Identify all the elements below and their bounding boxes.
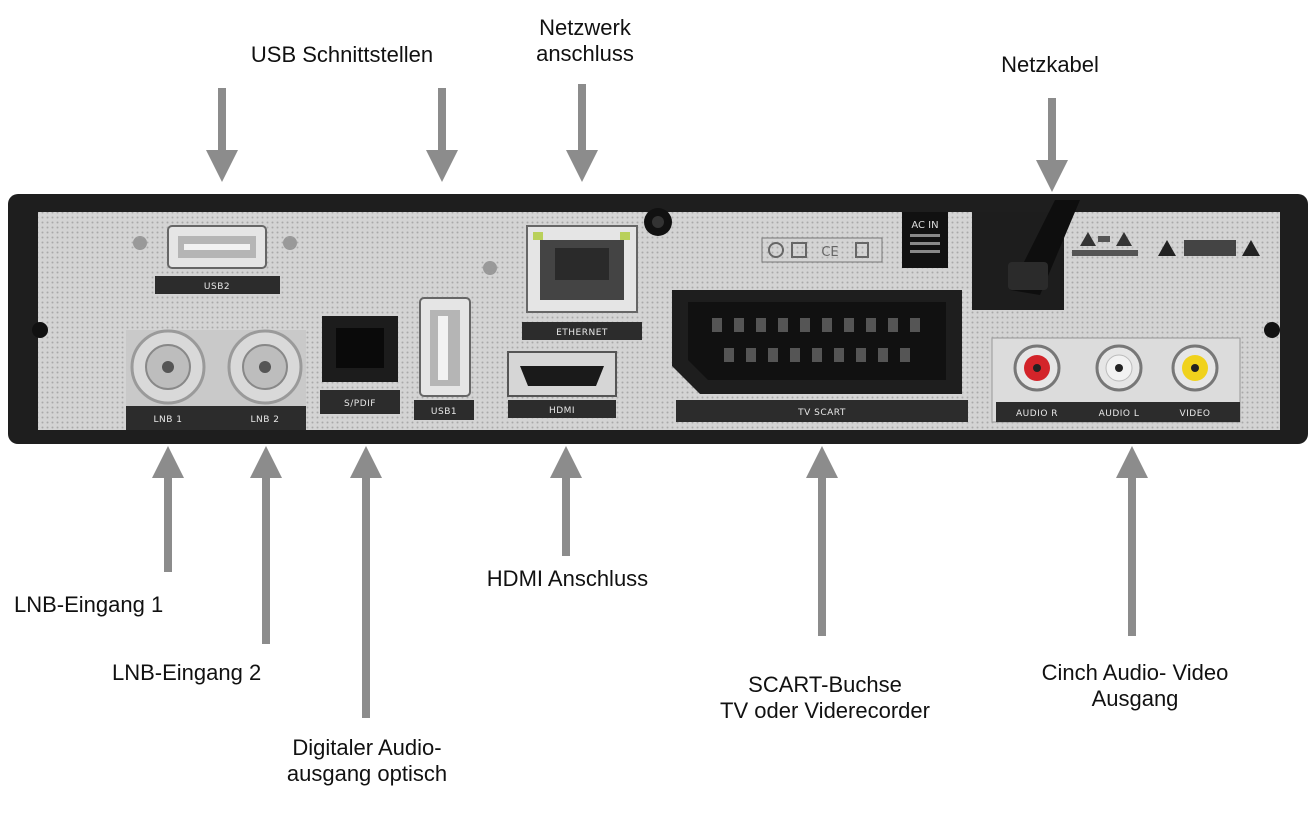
callout-lnb2: LNB-Eingang 2 [112, 660, 312, 686]
callout-network-line2: anschluss [536, 41, 634, 66]
callout-cinch-line1: Cinch Audio- Video [1041, 660, 1229, 685]
lnb2-label: LNB 2 [250, 415, 279, 425]
lnb1-label: LNB 1 [153, 415, 182, 425]
warning-icon [1080, 232, 1096, 246]
callout-scart: SCART-Buchse TV oder Viderecorder [690, 672, 960, 724]
warning-stickers [1072, 232, 1260, 256]
callout-network: Netzwerk anschluss [520, 15, 650, 67]
callout-scart-line2: TV oder Viderecorder [720, 698, 930, 723]
callout-hdmi: HDMI Anschluss [460, 566, 675, 592]
usb1-label: USB1 [431, 407, 457, 417]
callout-lnb2-text: LNB-Eingang 2 [112, 660, 262, 685]
callout-arrows [152, 84, 1148, 718]
warning-icon [1116, 232, 1132, 246]
callout-optical-line2: ausgang optisch [286, 761, 448, 786]
lnb-inputs: LNB 1 LNB 2 [126, 329, 306, 430]
ethernet-port: ETHERNET [483, 225, 642, 340]
video-label: VIDEO [1179, 409, 1210, 419]
tv-scart-label: TV SCART [797, 408, 846, 418]
callout-network-line1: Netzwerk [539, 15, 631, 40]
callout-usb: USB Schnittstellen [222, 42, 462, 68]
spdif-label: S/PDIF [344, 399, 376, 409]
power-inlet: AC IN [902, 200, 1080, 310]
callout-power-text: Netzkabel [1001, 52, 1099, 77]
ethernet-label: ETHERNET [556, 328, 608, 338]
callout-hdmi-text: HDMI Anschluss [486, 566, 649, 591]
callout-scart-line1: SCART-Buchse [748, 672, 902, 697]
callout-lnb1-text: LNB-Eingang 1 [14, 592, 164, 617]
warning-icon [1158, 240, 1176, 256]
usb1-port: USB1 [414, 297, 474, 420]
hdmi-label: HDMI [549, 406, 575, 416]
usb2-port: USB2 [133, 225, 297, 294]
callout-power: Netzkabel [985, 52, 1115, 78]
spdif-port: S/PDIF [320, 316, 400, 414]
callout-usb-text: USB Schnittstellen [250, 42, 434, 67]
callout-cinch: Cinch Audio- Video Ausgang [1010, 660, 1260, 712]
callout-lnb1: LNB-Eingang 1 [14, 592, 214, 618]
svg-text:CE: CE [821, 245, 838, 260]
cinch-outputs: AUDIO R AUDIO L VIDEO [991, 337, 1241, 423]
warning-icon [1242, 240, 1260, 256]
callout-cinch-line2: Ausgang [1091, 686, 1179, 711]
screw-icon [1264, 322, 1280, 338]
audio-l-label: AUDIO L [1099, 409, 1140, 419]
audio-r-label: AUDIO R [1016, 409, 1058, 419]
ac-in-label: AC IN [911, 220, 938, 231]
certification-marks: CE [761, 237, 883, 263]
hdmi-port: HDMI [507, 351, 617, 418]
callout-optical-line1: Digitaler Audio- [292, 735, 442, 760]
usb2-label: USB2 [204, 282, 230, 292]
callout-optical: Digitaler Audio- ausgang optisch [262, 735, 472, 787]
screw-icon [32, 322, 48, 338]
scart-port: TV SCART [672, 290, 968, 422]
